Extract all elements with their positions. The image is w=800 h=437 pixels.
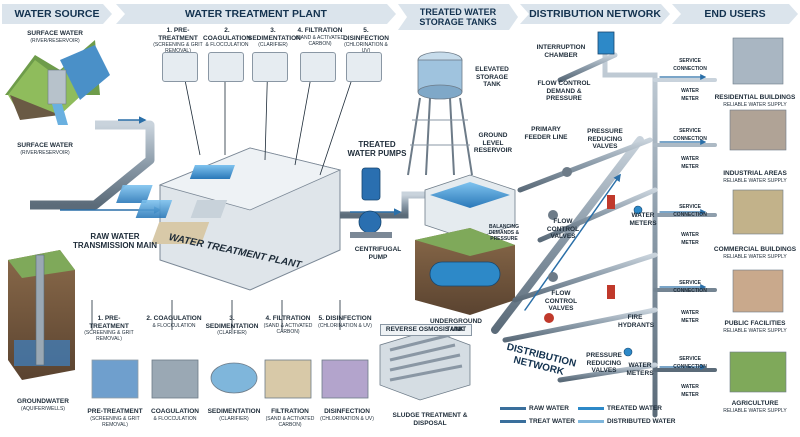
user-1-meter-label: WATER METER [681,88,699,102]
user-2-meter-label: WATER METER [681,156,699,170]
prv-label-1: PRESSURE REDUCING VALVES [587,128,623,150]
centrifugal-pump-illustration [350,167,392,238]
centrifugal-pump-label: CENTRIFUGAL PUMP [354,246,402,261]
header-storage: TREATED WATER STORAGE TANKS [398,4,518,30]
bottom-step-5-label: 5. DISINFECTION(CHLORINATION & UV) [318,315,372,329]
top-step-3-icon [252,52,288,82]
header-distribution: DISTRIBUTION NETWORK [520,4,670,24]
user-4-meter-label: WATER METER [681,310,699,324]
raw-water-main-label: RAW WATER TRANSMISSION MAIN [73,232,157,250]
legend-raw-swatch [500,407,526,410]
top-step-4-label: 4. FILTRATION(SAND & ACTIVATED CARBON) [295,27,345,47]
bottom-step-1-label: 1. PRE-TREATMENT(SCREENING & GRIT REMOVA… [84,315,134,342]
top-step-5-label: 5. DISINFECTION(CHLORINATION & UV) [343,27,389,54]
user-5-meter-label: WATER METER [681,384,699,398]
ro-unit-illustration [379,329,471,401]
user-4-service-label: SERVICE CONNECTION [673,280,707,294]
interruption-chamber-label: INTERRUPTION CHAMBER [536,44,586,59]
water-meters-label-1: WATER METERS [629,212,657,227]
bottom-step-1-caption: PRE-TREATMENT(SCREENING & GRIT REMOVAL) [87,408,143,428]
bottom-step-4-label: 4. FILTRATION(SAND & ACTIVATED CARBON) [263,315,313,335]
primary-feeder-label: PRIMARY FEEDER LINE [524,126,568,141]
bottom-step-4-caption: FILTRATION(SAND & ACTIVATED CARBON) [265,408,315,428]
bottom-step-3-label: 3. SEDIMENTATION(CLARIFIER) [205,315,259,336]
header-end-users: END USERS [672,4,798,24]
top-step-1-label: 1. PRE-TREATMENT(SCREENING & GRIT REMOVA… [153,27,203,54]
user-2-service-label: SERVICE CONNECTION [673,128,707,142]
elevated-tank-illustration [407,51,473,176]
bottom-step-3-caption: SEDIMENTATION(CLARIFIER) [207,408,261,422]
bottom-step-2-caption: COAGULATION& FLOCCULATION [151,408,199,422]
interruption-chamber-icon [597,31,615,55]
elevated-tank-label: ELEVATED STORAGE TANK [475,66,509,88]
groundwater-well-illustration [8,250,75,380]
pumps-label: TREATED WATER PUMPS [347,140,407,158]
header-water-source: WATER SOURCE [2,4,112,24]
legend-raw: RAW WATER [500,405,569,412]
water-meters-label-2: WATER METERS [626,362,654,377]
fcv-label-2: FLOW CONTROL VALVES [544,290,578,312]
user-3-meter-label: WATER METER [681,232,699,246]
underground-tank-label: UNDERGROUND TANK [430,318,482,333]
legend-distributed-swatch [578,420,604,423]
network-fittings [544,167,643,357]
header-treatment-plant: WATER TREATMENT PLANT [116,4,396,24]
user-5-service-label: SERVICE CONNECTION [673,356,707,370]
top-step-3-label: 3. SEDIMENTATION(CLARIFIER) [248,27,301,48]
top-step-2-label: 2. COAGULATION& FLOCCULATION [203,27,251,48]
surface-water-label-2: SURFACE WATER(RIVER/RESERVOIR) [17,142,73,156]
top-step-leaders [179,54,361,176]
surface-water-label: SURFACE WATER(RIVER/RESERVOIR) [27,30,83,44]
user-3-service-label: SERVICE CONNECTION [673,204,707,218]
groundwater-label: GROUNDWATER(AQUIFER/WELLS) [17,398,69,412]
legend-treat: TREAT WATER [500,418,575,425]
prv-label-2: PRESSURE REDUCING VALVES [586,352,622,374]
bottom-step-leaders [91,300,341,330]
distribution-pipe-network [491,42,717,418]
fcv-label-1: FLOW CONTROL VALVES [546,218,580,240]
end-user-illustrations [729,37,787,393]
user-1-service-label: SERVICE CONNECTION [673,58,707,72]
top-step-5-icon [346,52,382,82]
bottom-step-5-caption: DISINFECTION(CHLORINATION & UV) [320,408,374,422]
mountain-dam-illustration [5,40,110,125]
sludge-label: SLUDGE TREATMENT & DISPOSAL [392,412,468,427]
ro-unit-label: REVERSE OSMOSIS UNIT [380,324,472,336]
fire-hydrants-label: FIRE HYDRANTS [618,314,655,329]
flow-demand-label: FLOW CONTROL DEMAND & PRESSURE [537,80,591,102]
legend-treated-swatch [578,407,604,410]
underground-tank-illustration [415,228,515,315]
top-step-1-icon [162,52,198,82]
top-step-4-icon [300,52,336,82]
balancing-label: BALANCING DEMANDS & PRESSURE [488,224,520,242]
legend-distributed: DISTRIBUTED WATER [578,418,676,425]
legend-treat-swatch [500,420,526,423]
bottom-step-2-label: 2. COAGULATION& FLOCCULATION [146,315,202,329]
ground-reservoir-illustration [424,174,516,241]
ground-reservoir-label: GROUND LEVEL RESERVOIR [473,132,513,154]
bottom-step-illustrations [91,359,369,399]
legend-treated: TREATED WATER [578,405,662,412]
top-step-2-icon [208,52,244,82]
